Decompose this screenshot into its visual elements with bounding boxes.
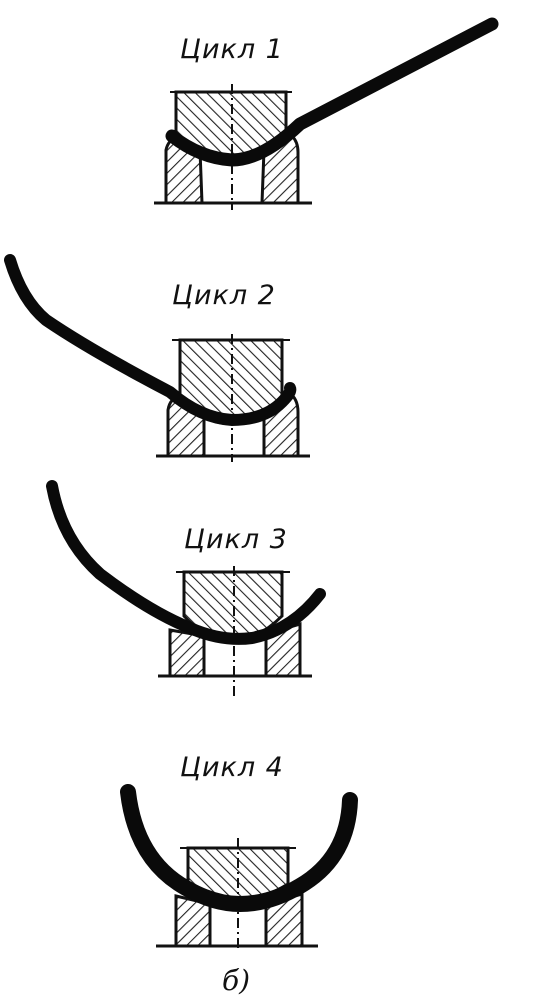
- cycle-4-label: Цикл 4: [180, 752, 284, 783]
- cycle-1-wire: [165, 17, 499, 167]
- cycle-3-wire: [46, 480, 326, 645]
- cycle-1: Цикл 1: [154, 17, 499, 210]
- cycle-4-die: [174, 892, 304, 948]
- cycle-3-label: Цикл 3: [184, 524, 288, 555]
- cycle-2: Цикл 2: [4, 254, 310, 462]
- cycle-2-label: Цикл 2: [172, 280, 276, 311]
- cycle-4-wire: [120, 784, 358, 912]
- cycle-1-label: Цикл 1: [180, 34, 284, 65]
- cycle-2-wire: [4, 254, 297, 426]
- figure-caption: б): [222, 964, 250, 997]
- cycle-3: Цикл 3: [46, 480, 326, 696]
- cycle-4: Цикл 4: [120, 752, 358, 952]
